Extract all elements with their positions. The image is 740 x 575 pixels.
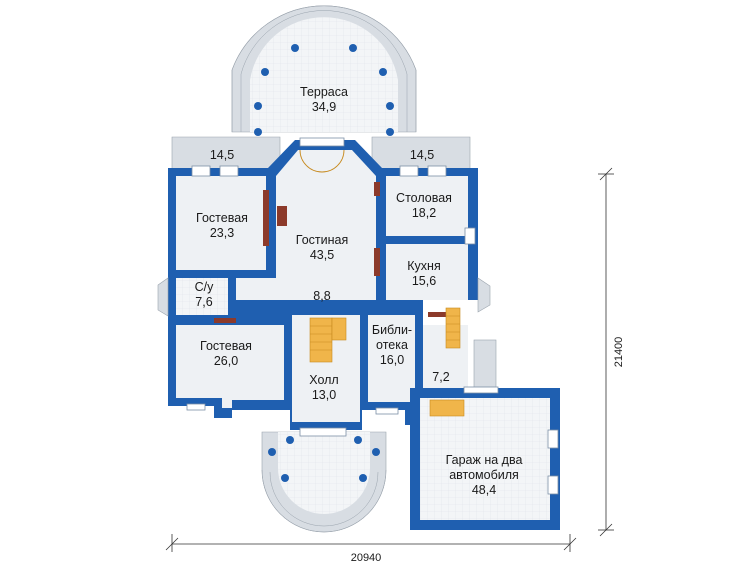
library-name-line2: отека	[376, 338, 408, 352]
hall-name: Холл	[309, 373, 338, 387]
balcony-right-area: 14,5	[410, 148, 434, 162]
dimension-lines	[165, 167, 614, 552]
dimension-width: 20940	[351, 552, 382, 564]
garage-area: 48,4	[472, 483, 496, 497]
dining-area: 18,2	[412, 206, 436, 220]
terrace-area: 34,9	[312, 100, 336, 114]
corridor-area: 8,8	[313, 289, 330, 303]
hall-area: 13,0	[312, 388, 336, 402]
guest-upper-area: 23,3	[210, 226, 234, 240]
kitchen-name: Кухня	[407, 259, 440, 273]
door-swings	[299, 149, 345, 173]
guest-lower-name: Гостевая	[200, 339, 252, 353]
living-area: 43,5	[310, 248, 334, 262]
dining-name: Столовая	[396, 191, 452, 205]
garage-name-line1: Гараж на два	[446, 453, 523, 467]
garage-block	[410, 339, 560, 530]
bay-window-left	[157, 277, 491, 317]
wc-area: 7,6	[195, 295, 212, 309]
library-area: 16,0	[380, 353, 404, 367]
library-name-line1: Библи-	[372, 323, 412, 337]
dimension-height: 21400	[613, 337, 625, 368]
living-name: Гостиная	[296, 233, 348, 247]
guest-upper-name: Гостевая	[196, 211, 248, 225]
terrace	[231, 5, 417, 136]
garage-name-line2: автомобиля	[449, 468, 519, 482]
terrace-name: Терраса	[300, 85, 348, 99]
kitchen-area: 15,6	[412, 274, 436, 288]
wc-name: С/у	[195, 280, 215, 294]
windows	[186, 137, 559, 495]
guest-lower-area: 26,0	[214, 354, 238, 368]
entrance-porch	[261, 431, 387, 533]
balcony-left-area: 14,5	[210, 148, 234, 162]
utility-area: 7,2	[432, 370, 449, 384]
fireplaces	[214, 182, 450, 323]
